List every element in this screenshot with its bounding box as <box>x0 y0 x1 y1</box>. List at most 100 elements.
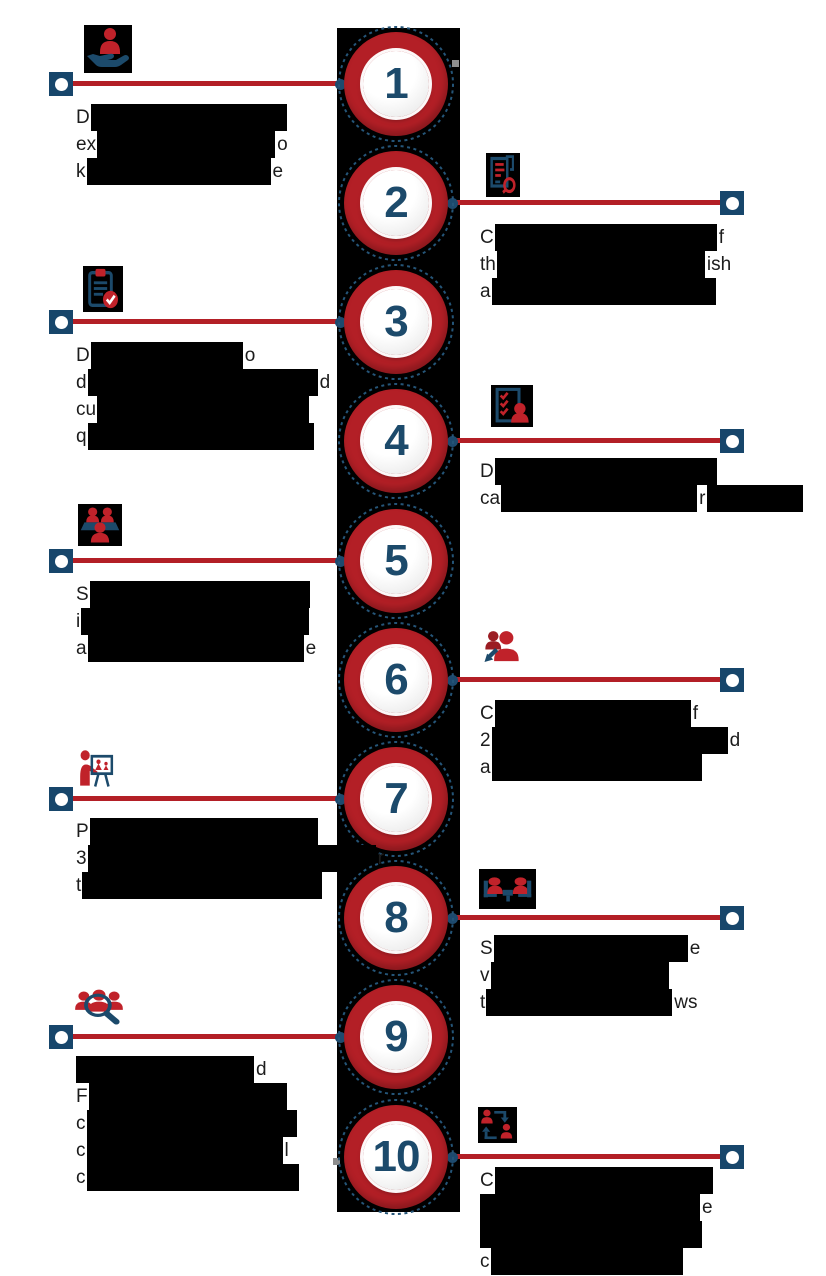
text-fragment-pre: C <box>480 702 494 724</box>
step-circle-inner <box>363 647 429 713</box>
text-fragment-post: o <box>244 344 256 366</box>
connector-endpoint-hole <box>54 1030 68 1044</box>
person-in-hand-icon <box>84 25 132 73</box>
redacted-bar <box>88 1083 287 1110</box>
step-number: 8 <box>384 893 408 942</box>
redacted-bar <box>707 485 804 512</box>
text-fragment-pre: d <box>76 371 87 393</box>
text-fragment-post: e <box>305 637 317 659</box>
text-fragment-pre: i <box>76 610 81 632</box>
text-fragment-pre: a <box>76 637 87 659</box>
redacted-bar <box>87 845 376 872</box>
step-circle-inner <box>363 885 429 951</box>
connector-joint-dot <box>335 1032 346 1043</box>
connector-endpoint-hole <box>725 434 739 448</box>
text-fragment-pre: D <box>480 460 494 482</box>
step-number: 2 <box>384 178 408 227</box>
connector-endpoint-square <box>49 72 73 96</box>
step-number: 7 <box>384 774 408 823</box>
connector-endpoint-square <box>49 549 73 573</box>
connector-endpoint-hole <box>725 673 739 687</box>
text-fragment-post: r <box>699 487 706 509</box>
text-fragment-pre: S <box>76 583 89 605</box>
text-fragment-pre: ca <box>480 487 501 509</box>
text-fragment-pre: a <box>480 756 491 778</box>
connector-endpoint-square <box>720 429 744 453</box>
redacted-bar <box>490 1248 683 1275</box>
text-fragment-pre: c <box>76 1139 86 1161</box>
text-fragment-post: f <box>692 702 699 724</box>
connector-endpoint-square <box>49 787 73 811</box>
step-number: 9 <box>384 1012 408 1061</box>
redacted-bar <box>494 458 717 485</box>
text-fragment-post: ws <box>674 991 698 1013</box>
redacted-bar <box>97 131 276 158</box>
dotted-arc <box>336 262 456 382</box>
text-fragment-post: e <box>702 1196 713 1218</box>
connector-endpoint-hole <box>54 77 68 91</box>
interview-table-icon <box>479 869 536 909</box>
step-number: 3 <box>384 297 408 346</box>
text-fragment-post: d <box>256 1058 267 1080</box>
presentation-icon <box>76 748 116 792</box>
text-fragment-pre: 2 <box>480 729 491 751</box>
step-number: 1 <box>384 59 408 108</box>
redacted-bar <box>491 278 716 305</box>
dotted-arc <box>336 381 456 501</box>
candidate-checklist-icon <box>491 385 533 427</box>
redacted-bar <box>81 608 310 635</box>
resume-search-icon <box>486 153 520 197</box>
redacted-bar <box>480 1194 700 1221</box>
redacted-line: a <box>480 754 742 781</box>
text-fragment-pre: t <box>76 874 82 896</box>
redacted-line: F <box>76 1083 299 1110</box>
connector-endpoint-square <box>720 191 744 215</box>
redacted-bar <box>82 872 323 899</box>
text-fragment-pre: S <box>480 937 493 959</box>
redacted-bar <box>490 962 669 989</box>
connector-line <box>452 200 720 205</box>
arc-end-marker-top <box>452 60 459 67</box>
text-fragment-pre: C <box>480 226 494 248</box>
step-circle-inner <box>363 289 429 355</box>
redacted-line: q <box>76 423 332 450</box>
redacted-line: C <box>480 1167 715 1194</box>
redacted-bar <box>491 727 728 754</box>
step-circle-inner <box>363 1004 429 1070</box>
redacted-line: cu <box>76 396 332 423</box>
redacted-bar <box>86 1110 297 1137</box>
connector-joint-dot <box>335 794 346 805</box>
redacted-bar <box>87 423 314 450</box>
text-fragment-post: ish <box>706 253 732 275</box>
text-fragment-post: d <box>319 371 331 393</box>
text-fragment-pre: c <box>76 1166 86 1188</box>
text-fragment-pre: c <box>480 1250 490 1272</box>
text-fragment-post: d <box>729 729 741 751</box>
redacted-bar <box>486 989 673 1016</box>
text-fragment-post: f <box>718 226 725 248</box>
step-circle-inner <box>363 528 429 594</box>
text-fragment-pre: C <box>480 1169 494 1191</box>
text-fragment-pre: k <box>76 160 86 182</box>
text-fragment-pre: c <box>76 1112 86 1134</box>
connector-endpoint-hole <box>725 196 739 210</box>
connector-endpoint-hole <box>54 315 68 329</box>
redacted-bar <box>87 635 304 662</box>
redacted-bar <box>86 1137 283 1164</box>
